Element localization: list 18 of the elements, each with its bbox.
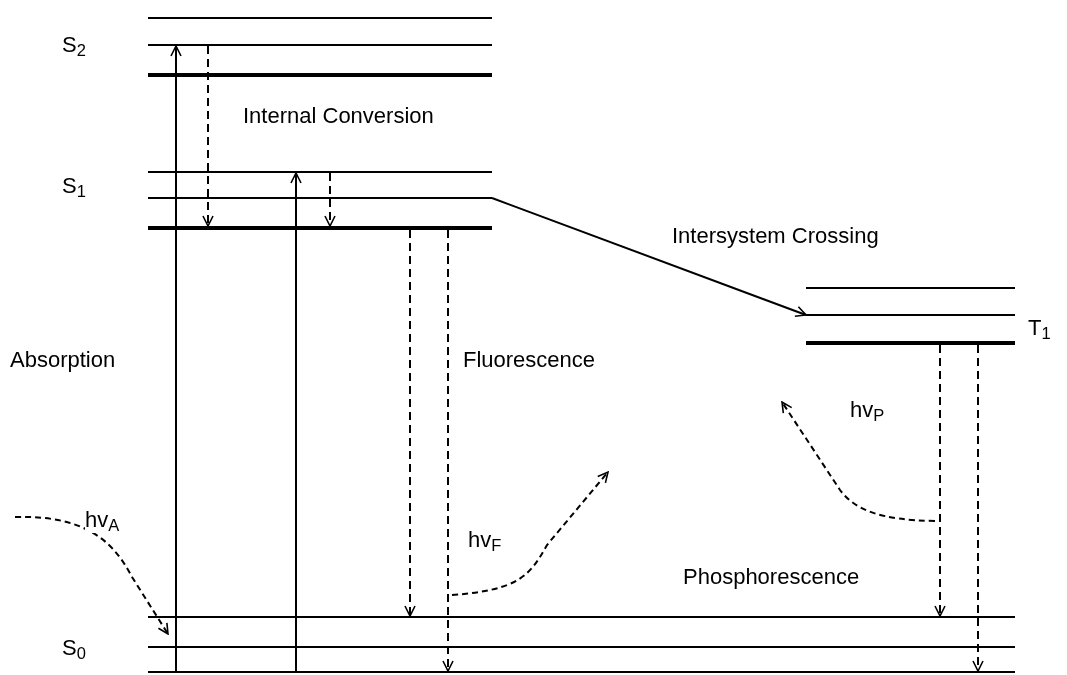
arrow bbox=[491, 197, 807, 317]
energy-level-line bbox=[148, 44, 492, 46]
arrow bbox=[324, 172, 336, 227]
energy-level-line bbox=[148, 17, 492, 19]
arrow bbox=[290, 172, 302, 672]
arrow bbox=[934, 344, 946, 617]
energy-level-line bbox=[148, 671, 1015, 673]
energy-level-line bbox=[148, 646, 1015, 648]
energy-level-line bbox=[148, 171, 492, 173]
energy-level-line bbox=[148, 616, 1015, 618]
energy-level-line bbox=[148, 197, 492, 199]
arrow bbox=[202, 45, 214, 227]
arrow bbox=[972, 344, 984, 672]
energy-level-line bbox=[806, 314, 1015, 316]
arrow bbox=[170, 45, 182, 672]
arrow bbox=[404, 229, 416, 617]
energy-level-line bbox=[806, 287, 1015, 289]
arrow bbox=[442, 229, 454, 672]
